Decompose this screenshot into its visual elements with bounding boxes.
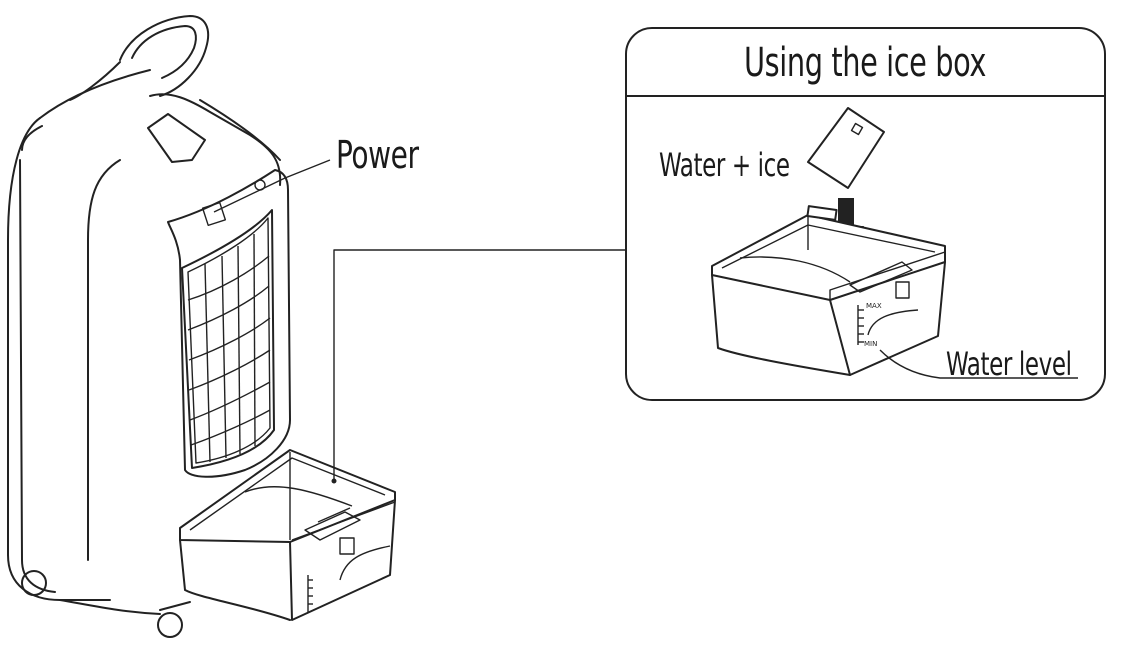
water-tank-illustration: MAX MIN — [711, 205, 1078, 379]
air-cooler-illustration — [7, 15, 396, 638]
ice-box-panel: MAX MIN — [625, 27, 1106, 401]
panel-title: Using the ice box — [744, 40, 986, 86]
max-mark: MAX — [866, 302, 882, 310]
power-label: Power — [336, 133, 419, 177]
leader-lines — [213, 159, 626, 481]
min-mark: MIN — [864, 340, 877, 348]
water-ice-label: Water + ice — [659, 146, 790, 184]
ice-pack-icon — [807, 107, 885, 189]
water-level-label: Water level — [946, 345, 1072, 383]
